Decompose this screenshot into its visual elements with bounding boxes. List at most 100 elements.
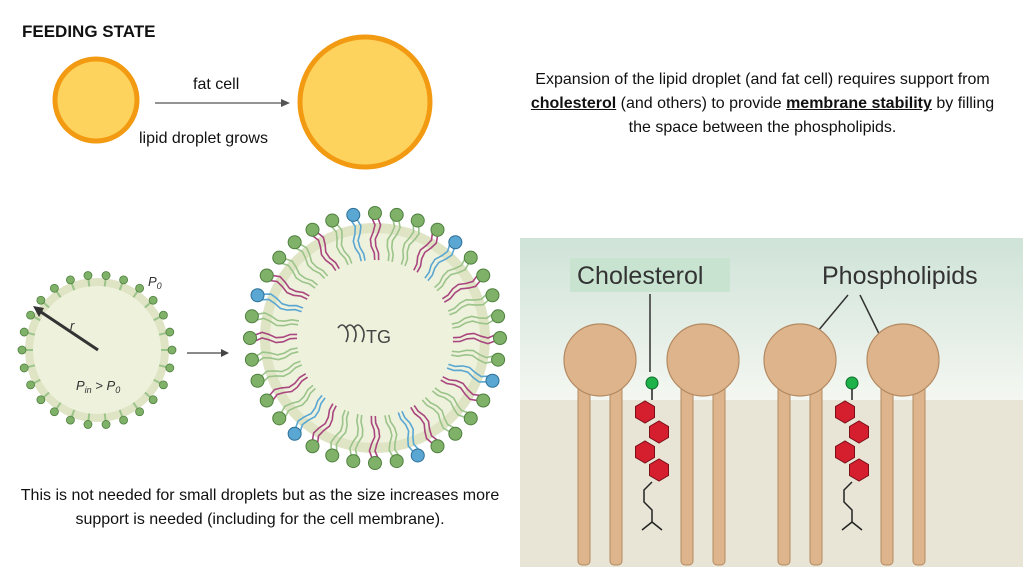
phospholipid-head — [148, 295, 158, 305]
phospholipid-head — [66, 275, 75, 285]
phospholipid-head — [463, 411, 478, 426]
phospholipid-head — [410, 213, 425, 228]
lipid-tail — [256, 351, 299, 363]
phospholipid-head — [448, 426, 463, 441]
lipid-tail — [434, 258, 466, 289]
lipid-tail — [424, 397, 455, 429]
large-droplet-surface — [243, 206, 507, 470]
large-lipid-droplet — [297, 34, 433, 170]
phospholipid-tail-right — [809, 384, 823, 566]
phospholipid-head — [259, 268, 274, 283]
protein-head — [287, 426, 302, 441]
hydrocarbon-tail — [841, 481, 863, 531]
lipid-tail — [350, 219, 362, 262]
phospholipid-head — [26, 380, 35, 390]
lipid-tail — [295, 247, 326, 279]
phospholipid-head — [368, 456, 382, 470]
lipid-tail — [442, 376, 481, 397]
lipid-tail — [299, 243, 329, 277]
steroid-ring — [635, 400, 655, 424]
steroid-ring — [635, 440, 655, 464]
lipid-tail — [271, 376, 309, 402]
phospholipid-head — [83, 420, 93, 429]
lipid-tail — [386, 219, 396, 262]
phospholipid-head — [244, 352, 259, 367]
phospholipid-head — [305, 222, 320, 237]
lipid-tail — [388, 414, 400, 457]
phospholipid-head — [159, 380, 168, 390]
phospholipid-head — [287, 235, 302, 250]
cholesterol-label: Cholesterol — [577, 262, 703, 290]
hydroxyl-group — [845, 376, 859, 390]
lipid-tail — [284, 257, 319, 286]
radius-arrow — [37, 308, 99, 352]
phospholipid — [866, 323, 940, 566]
lipid-tail — [263, 293, 304, 309]
phospholipid-tail-left — [680, 384, 694, 566]
triglyceride-icon — [337, 324, 365, 343]
phospholipid-tail-left — [577, 384, 591, 566]
cholesterol-group — [635, 376, 869, 531]
phospholipid-head — [493, 331, 507, 345]
phospholipid-head — [36, 295, 46, 305]
explanation-part2: (and others) to provide — [616, 95, 787, 112]
phospholipid-tail-right — [609, 384, 623, 566]
lipid-tail — [368, 415, 376, 459]
lipid-tail — [401, 410, 420, 451]
lipid-tail — [410, 406, 433, 445]
lipid-tail — [374, 415, 381, 459]
phospholipid-head — [244, 309, 259, 324]
phospholipid-head — [49, 407, 59, 417]
phospholipid-head — [17, 345, 27, 355]
phospholipid-head — [272, 411, 287, 426]
phospholipid-head — [135, 407, 145, 417]
lipid-tail — [311, 234, 337, 272]
lipid-tail — [335, 411, 350, 452]
inside-pressure-label: Pin > P0 — [76, 378, 120, 395]
lipid-tail — [431, 390, 466, 419]
phospholipid-head — [148, 395, 158, 405]
cholesterol-label-box — [570, 258, 730, 292]
phospholipid-head — [26, 310, 35, 320]
lipid-tail — [451, 313, 494, 325]
phospholipid-head — [36, 395, 46, 405]
lipid-tail — [443, 280, 482, 303]
lipid-tail — [452, 319, 495, 329]
phospholipid-tail-right — [712, 384, 726, 566]
phospholipid-head — [485, 288, 500, 303]
lipid-tail — [256, 317, 299, 327]
explanation-text: Expansion of the lipid droplet (and fat … — [520, 68, 1005, 140]
lipid-tail — [260, 360, 301, 377]
explanation-part1: Expansion of the lipid droplet (and fat … — [535, 71, 990, 88]
lipid-tail — [446, 367, 487, 383]
lipid-tail — [424, 243, 451, 279]
phospholipid-head — [866, 323, 940, 397]
phospholipid-head — [389, 454, 404, 469]
lipid-tail — [441, 274, 479, 300]
protein-head — [410, 448, 425, 463]
phospholipid-head — [167, 345, 177, 355]
phospholipid-head — [476, 393, 491, 408]
phospholipid — [763, 323, 837, 566]
lipid-tail — [268, 373, 307, 396]
lipid-tail — [294, 394, 323, 429]
cholesterol-emphasis: cholesterol — [530, 95, 617, 112]
steroid-ring — [649, 458, 669, 482]
phospholipid-head — [272, 250, 287, 265]
page-title: FEEDING STATE — [22, 22, 156, 41]
membrane-stability-emphasis: membrane stability — [786, 95, 932, 112]
lipid-tail — [354, 414, 364, 457]
steroid-ring — [649, 420, 669, 444]
lipid-tail — [397, 412, 414, 453]
phospholipid-head — [159, 310, 168, 320]
phospholipid-head — [250, 373, 265, 388]
radius-label: r — [70, 318, 75, 333]
lipid-tail — [448, 363, 489, 378]
steroid-ring — [849, 420, 869, 444]
lipid-tail — [413, 404, 439, 442]
triglyceride-label: TG — [366, 327, 391, 347]
phospholipids-label: Phospholipids — [822, 262, 978, 290]
steroid-ring — [835, 440, 855, 464]
lipid-tail — [440, 379, 478, 402]
